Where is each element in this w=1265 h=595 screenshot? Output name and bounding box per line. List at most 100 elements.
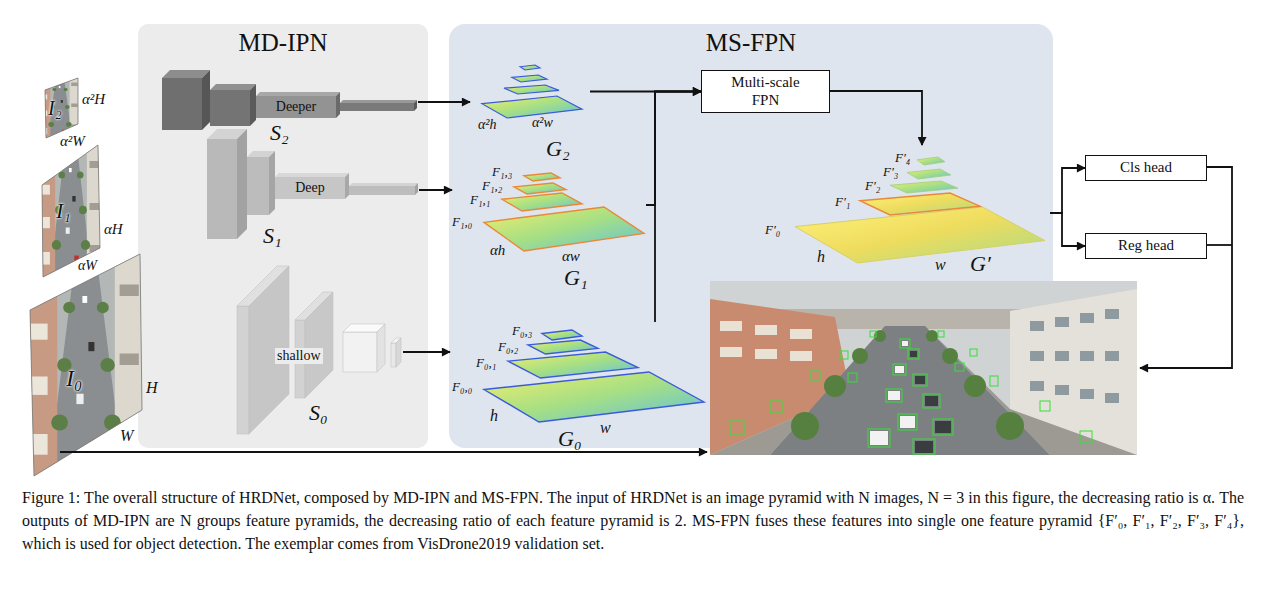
- image-label: I₂: [48, 98, 62, 118]
- detection-result-photo: [926, 330, 938, 342]
- deeper-stage-blocks: [336, 92, 340, 118]
- detection-result-photo: [1040, 401, 1050, 411]
- deep-stage-blocks: [237, 129, 247, 239]
- detection-result-photo: [840, 351, 848, 359]
- pyramid-name: G₀: [558, 428, 582, 450]
- input-image: [40, 72, 80, 142]
- deep-stage-blocks: [207, 129, 418, 239]
- detection-result-photo: [770, 326, 1050, 455]
- detection-result-photo: [902, 341, 908, 346]
- input-image: [45, 78, 78, 138]
- deeper-stage-blocks: [162, 78, 202, 130]
- network-stage: DeepS₁: [205, 125, 419, 251]
- connector-arrow: [655, 92, 701, 323]
- figure-caption: Figure 1: The overall structure of HRDNe…: [22, 486, 1244, 555]
- input-image: [38, 140, 104, 280]
- fused-pyramid-planes: [917, 157, 945, 165]
- size-label: αh: [490, 243, 505, 258]
- deep-stage-blocks: [345, 173, 349, 199]
- size-label: h: [490, 408, 498, 424]
- head-box: Cls head: [1085, 155, 1207, 181]
- stage-name: S₀: [309, 402, 328, 424]
- md-ipn-panel: [138, 24, 428, 448]
- detection-result-photo: [900, 339, 910, 348]
- network-stage: shallowS₀: [235, 262, 403, 438]
- connector-arrow: [830, 91, 922, 145]
- detection-result-photo: [824, 375, 846, 397]
- feature-pyramid-planes: [484, 173, 644, 251]
- connector-arrow: [1050, 168, 1085, 213]
- input-image: [38, 140, 104, 280]
- size-label: α²w: [532, 116, 553, 130]
- size-label: w: [600, 420, 611, 436]
- input-image: [26, 250, 146, 480]
- fused-pyramid-planes: [860, 193, 980, 215]
- pyramid-name: G′: [970, 253, 991, 275]
- level-label: F₁,₃: [492, 165, 512, 178]
- detection-result-photo: [996, 412, 1024, 440]
- network-stage: DeeperS₂: [160, 66, 418, 150]
- detection-result-photo: [1080, 389, 1094, 399]
- module-panel: MS-FPNα²hα²wG₂F₁,₃F₁,₂F₁,₁F₁,₀αhαwG₁F₀,₃…: [449, 24, 1053, 448]
- input-image: I₀HW: [26, 250, 176, 482]
- deeper-stage-blocks: [340, 100, 417, 103]
- feature-pyramid: F₁,₃F₁,₂F₁,₁F₁,₀αhαwG₁: [452, 165, 646, 295]
- input-image: [38, 140, 104, 280]
- feature-pyramid-planes: [484, 207, 644, 251]
- detection-result-photo: [1080, 351, 1094, 361]
- detection-result-photo: [870, 331, 876, 337]
- stage-label: Deep: [275, 181, 345, 195]
- detection-result-photo: [915, 376, 925, 384]
- size-label: W: [120, 428, 133, 444]
- detection-result-photo: [755, 325, 777, 335]
- feature-pyramid: α²hα²wG₂: [470, 60, 590, 164]
- box-label: Multi-scale FPN: [718, 74, 814, 109]
- detection-result-photo: [900, 416, 915, 428]
- feature-pyramid-planes: [514, 183, 566, 194]
- detection-result-photo: [1030, 321, 1044, 331]
- input-image: I₂α²Hα²W: [40, 72, 120, 152]
- detection-result-photo: [1030, 381, 1044, 391]
- deep-stage-blocks: [275, 173, 349, 177]
- detection-result-photo: [964, 375, 986, 397]
- panel-heading: MD-IPN: [138, 30, 428, 55]
- fused-pyramid-planes: [907, 169, 951, 179]
- size-label: h: [817, 249, 825, 265]
- panel-heading: MS-FPN: [449, 30, 1053, 55]
- detection-result-photo: [910, 351, 951, 453]
- shallow-stage-blocks: [396, 338, 401, 367]
- pyramid-name: G₁: [564, 267, 588, 289]
- deep-stage-blocks: [269, 151, 275, 215]
- output-arrow: [60, 167, 1232, 452]
- level-label: F′₄: [895, 151, 910, 164]
- deeper-stage-blocks: [340, 103, 414, 111]
- detection-result-photo: [868, 429, 890, 447]
- deeper-stage-blocks: [162, 70, 417, 130]
- deep-stage-blocks: [349, 186, 415, 195]
- detection-result-photo: [913, 439, 935, 454]
- level-label: F₁,₂: [482, 179, 502, 192]
- deep-stage-blocks: [275, 177, 345, 199]
- deeper-stage-blocks: [256, 96, 336, 118]
- connector-arrow: [419, 189, 452, 191]
- level-label: F′₃: [883, 165, 898, 178]
- connector-arrow: [418, 101, 470, 103]
- detection-result-photo: [870, 431, 888, 445]
- detection-result-photo: [810, 371, 820, 380]
- deeper-stage-blocks: [162, 70, 210, 78]
- detection-result-photo: [942, 348, 958, 364]
- detection-result-photo: [720, 347, 742, 357]
- input-image: [40, 72, 80, 142]
- connector-arrow: [403, 351, 450, 353]
- box-label: Cls head: [1120, 159, 1172, 176]
- detection-result-photo: [1105, 309, 1119, 319]
- output-arrow: [60, 451, 707, 453]
- shallow-stage-blocks: [343, 332, 377, 372]
- detection-result-photo: [730, 331, 1092, 454]
- level-label: F′₂: [865, 179, 880, 192]
- output-arrow: [1207, 244, 1232, 246]
- fused-pyramid-planes: [890, 181, 958, 193]
- detection-result-photo: [908, 349, 919, 359]
- feature-pyramid-planes: [482, 65, 582, 118]
- feature-pyramid: F₀,₃F₀,₂F₀,₁F₀,₀hwG₀: [450, 322, 708, 452]
